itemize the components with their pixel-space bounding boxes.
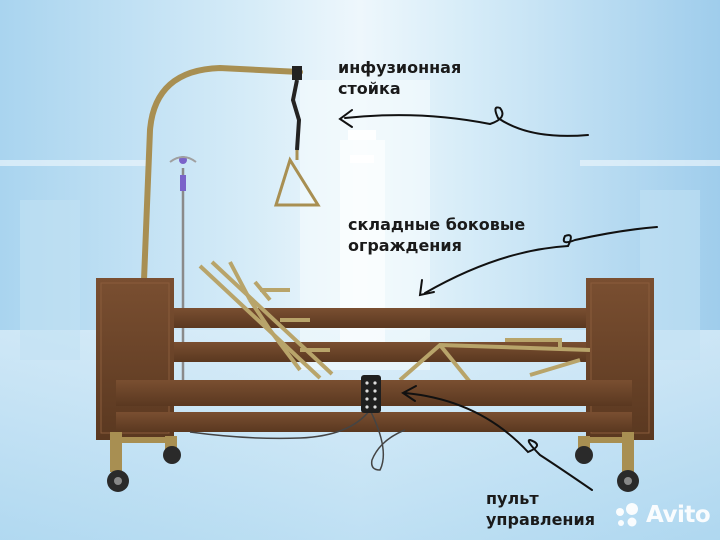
casters: [107, 432, 639, 492]
label-side-rails-line2: ограждения: [348, 236, 462, 255]
avito-dots-icon: [616, 503, 638, 527]
arrow-side-rails: [418, 226, 658, 297]
label-remote-line2: управления: [486, 510, 595, 529]
label-iv-stand-line2: стойка: [338, 79, 401, 98]
label-remote: пульт управления: [486, 488, 595, 530]
label-remote-line1: пульт: [486, 489, 539, 508]
avito-watermark: Avito: [612, 498, 716, 532]
mattress-platform: [198, 260, 591, 384]
label-side-rails-line1: складные боковые: [348, 215, 526, 234]
arrow-remote: [401, 385, 593, 491]
label-iv-stand: инфузионная стойка: [338, 57, 461, 99]
remote-control: [189, 375, 406, 471]
trapeze-arm: [137, 64, 321, 383]
label-iv-stand-line1: инфузионная: [338, 58, 462, 77]
avito-wordmark: Avito: [646, 502, 711, 528]
arrow-iv-stand: [338, 106, 589, 137]
label-side-rails: складные боковые ограждения: [348, 214, 525, 256]
